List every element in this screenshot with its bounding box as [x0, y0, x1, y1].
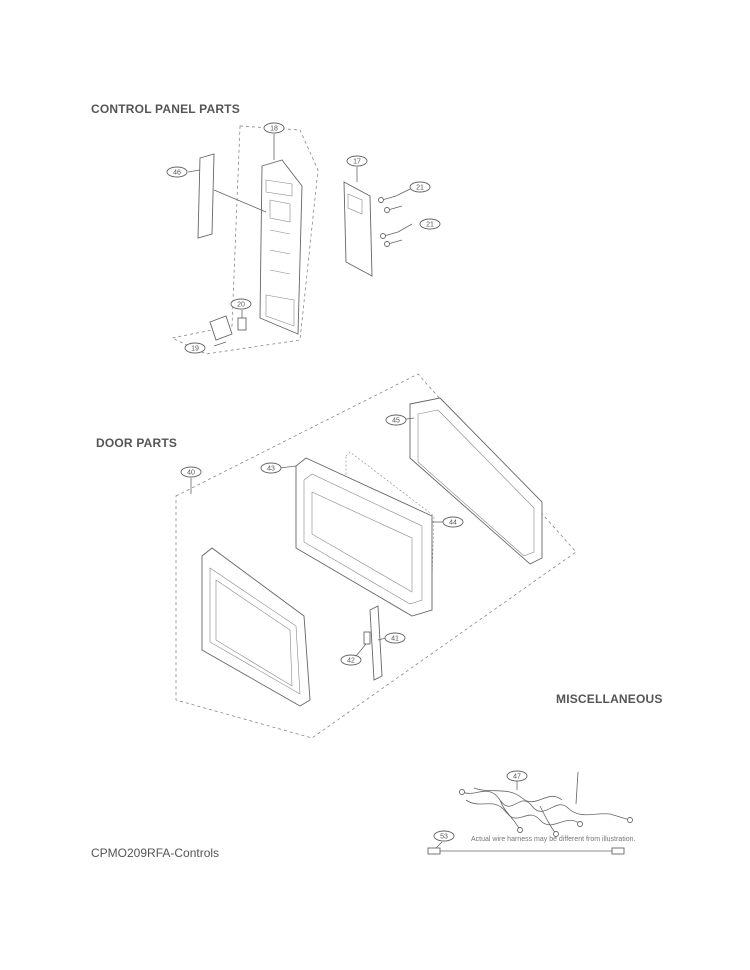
door-panel-part — [201, 547, 311, 707]
callout-41: 41 — [384, 632, 406, 644]
spring-part — [237, 317, 247, 331]
callout-42: 42 — [340, 654, 362, 666]
svg-text:44: 44 — [449, 520, 457, 527]
callout-20: 20 — [230, 298, 252, 310]
svg-text:40: 40 — [187, 470, 195, 477]
svg-text:19: 19 — [191, 346, 199, 353]
svg-text:21: 21 — [426, 222, 434, 229]
pcb-part — [343, 181, 373, 277]
callout-43: 43 — [260, 462, 282, 474]
callout-19: 19 — [184, 342, 206, 354]
door-choke-frame-part — [409, 397, 543, 565]
callout-44: 44 — [442, 516, 464, 528]
svg-text:46: 46 — [173, 170, 181, 177]
control-panel-parts-heading: CONTROL PANEL PARTS — [91, 102, 240, 116]
wire-part — [427, 847, 625, 855]
callout-17: 17 — [346, 155, 368, 167]
svg-text:18: 18 — [270, 126, 278, 133]
svg-text:20: 20 — [237, 302, 245, 309]
callout-53: 53 — [433, 830, 455, 842]
callout-21: 21 — [409, 181, 431, 193]
callout-47: 47 — [506, 770, 528, 782]
screw-part — [378, 195, 403, 247]
svg-text:41: 41 — [391, 636, 399, 643]
callout-46: 46 — [166, 166, 188, 178]
door-frame-part — [295, 457, 433, 617]
miscellaneous-heading: MISCELLANEOUS — [556, 692, 663, 706]
wire-harness-note: Actual wire harness may be different fro… — [471, 836, 636, 843]
callout-45: 45 — [385, 414, 407, 426]
callout-18: 18 — [263, 122, 285, 134]
callout-21: 21 — [419, 218, 441, 230]
membrane-part — [197, 153, 215, 239]
door-latch-part — [363, 605, 383, 681]
svg-text:45: 45 — [392, 418, 400, 425]
door-button-part — [209, 315, 233, 341]
svg-text:47: 47 — [513, 774, 521, 781]
control-panel-part — [259, 159, 303, 335]
svg-text:53: 53 — [440, 834, 448, 841]
wire-harness-part — [459, 771, 633, 837]
door-parts-heading: DOOR PARTS — [96, 436, 178, 450]
model-footer: CPMO209RFA-Controls — [91, 846, 220, 860]
svg-text:17: 17 — [353, 159, 361, 166]
svg-text:42: 42 — [347, 658, 355, 665]
svg-text:21: 21 — [416, 185, 424, 192]
callout-40: 40 — [180, 466, 202, 478]
svg-text:43: 43 — [267, 466, 275, 473]
